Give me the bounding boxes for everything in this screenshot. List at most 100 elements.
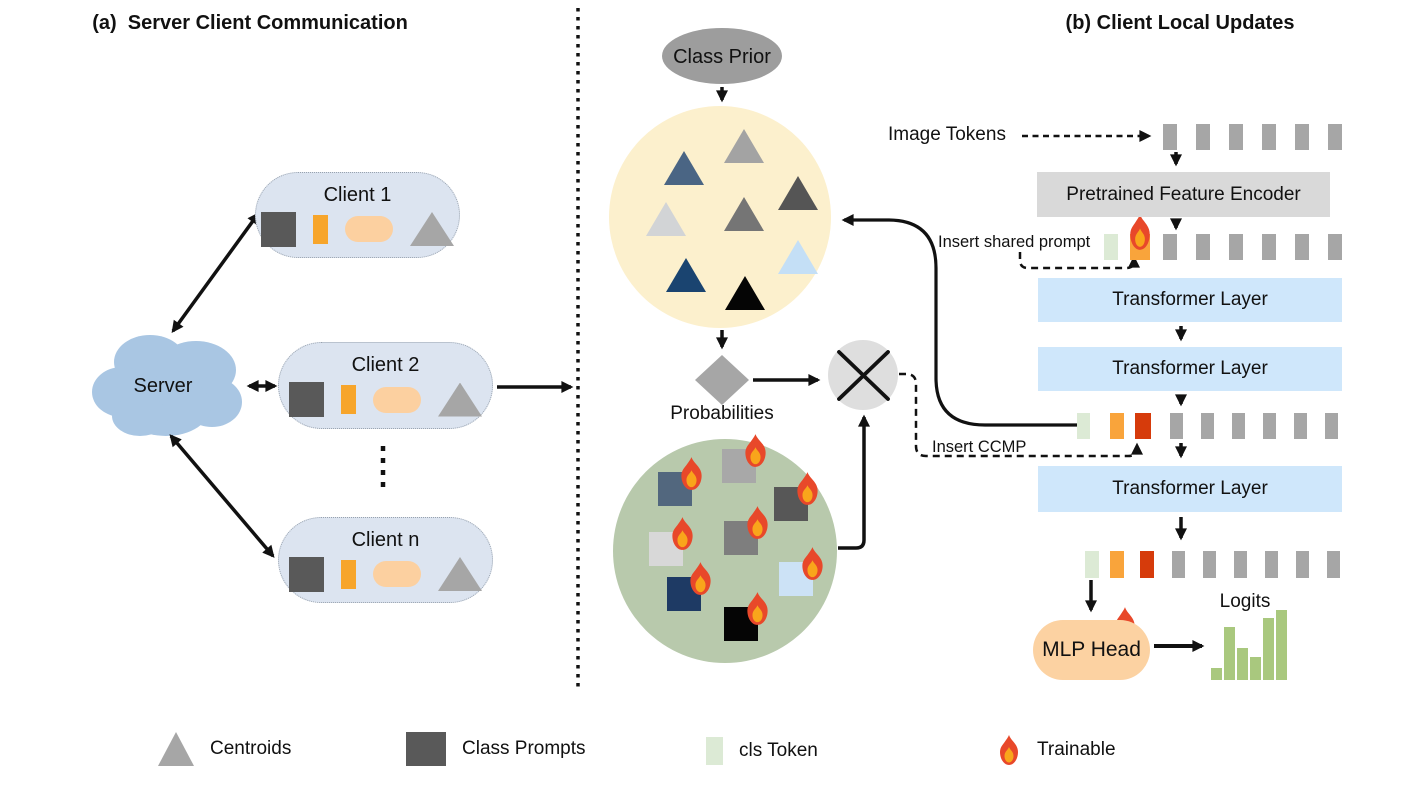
gray-token: [1172, 551, 1185, 578]
client-n-shapes: [289, 556, 482, 592]
gray-token: [1295, 234, 1309, 260]
gray-token: [1234, 551, 1247, 578]
red-token: [1140, 551, 1154, 578]
gray-token: [1325, 413, 1338, 439]
centroid-triangle: [646, 202, 686, 236]
gray-token: [1294, 413, 1307, 439]
transformer-layer-1-box: Transformer Layer: [1038, 278, 1342, 322]
centroid-triangle: [778, 176, 818, 210]
trainable-flame-icon: [695, 575, 706, 593]
cls-token: [1104, 234, 1118, 260]
cls-token: [1077, 413, 1090, 439]
legend-item-class-prompts: Class Prompts: [406, 732, 586, 766]
class-prompt-square-icon: [406, 732, 446, 766]
image-tokens-label: Image Tokens: [888, 124, 1006, 145]
orange-bar-icon: [341, 385, 356, 414]
orange-bar-icon: [341, 559, 356, 589]
legend-item-trainable: Trainable: [997, 734, 1116, 766]
peach-pill-icon: [373, 386, 421, 413]
centroid-triangle-icon: [158, 732, 194, 766]
gray-token: [1265, 551, 1278, 578]
gray-token: [1229, 124, 1243, 150]
transformer-layer-2-box: Transformer Layer: [1038, 347, 1342, 391]
centroid-triangle: [778, 240, 818, 274]
trainable-flame-icon: [1000, 735, 1018, 765]
gray-token: [1196, 234, 1210, 260]
trainable-flame-icon: [802, 485, 813, 503]
trainable-flame-icon: [807, 560, 818, 578]
peach-pill-icon: [373, 561, 421, 587]
logits-label: Logits: [1219, 591, 1271, 612]
gray-token: [1262, 124, 1276, 150]
client-1-shapes: [261, 211, 454, 247]
insert-shared-prompt-label: Insert shared prompt: [938, 233, 1091, 251]
red-token: [1135, 413, 1151, 439]
gray-token: [1327, 551, 1340, 578]
insert-ccmp-dashed-arrow: [899, 372, 1143, 458]
centroid-triangle: [725, 276, 765, 310]
legend-label: Centroids: [210, 738, 292, 759]
legend-label: Trainable: [1037, 739, 1116, 760]
cls-token-icon: [706, 737, 723, 765]
class-prompt-square-icon: [289, 556, 324, 592]
gray-token: [1163, 234, 1177, 260]
server-label: Server: [133, 375, 193, 397]
gray-token: [1201, 413, 1214, 439]
orange-token: [1110, 551, 1124, 578]
gray-token: [1262, 234, 1276, 260]
trainable-flame-icon: [752, 519, 763, 537]
centroid-triangle: [724, 129, 764, 163]
centroid-cluster-circle: [609, 106, 831, 328]
centroid-triangle: [666, 258, 706, 292]
trainable-flame-icon: [677, 530, 688, 548]
orange-token: [1110, 413, 1124, 439]
generated-shapes-layer: [646, 124, 1342, 680]
centroid-triangle-icon: [410, 212, 454, 246]
pretrained-encoder-box: Pretrained Feature Encoder: [1037, 172, 1330, 217]
server-cloud: [92, 335, 242, 436]
centroid-triangle: [664, 151, 704, 185]
transformer-layer-3-box: Transformer Layer: [1038, 466, 1342, 512]
legend-label: cls Token: [739, 740, 818, 761]
gray-token: [1203, 551, 1216, 578]
client-1-label: Client 1: [323, 183, 392, 206]
probabilities-diamond: [695, 355, 749, 405]
class-prior-ellipse: [662, 28, 782, 84]
cls-token: [1085, 551, 1099, 578]
gray-token: [1163, 124, 1177, 150]
class-prompt-square-icon: [261, 211, 296, 247]
class-prompt-square-icon: [289, 382, 324, 417]
logit-bar: [1211, 668, 1222, 680]
centroid-triangle-icon: [438, 557, 482, 591]
trainable-flame-icon: [752, 605, 763, 623]
trainable-flame-icon: [686, 470, 697, 488]
mlp-head-pill: MLP Head: [1033, 620, 1150, 680]
gray-token: [1170, 413, 1183, 439]
logit-bar: [1237, 648, 1248, 680]
gray-token: [1328, 234, 1342, 260]
gray-token: [1328, 124, 1342, 150]
client-2-shapes: [289, 382, 482, 417]
legend-item-cls-token: cls Token: [706, 737, 818, 765]
class-prior-label: Class Prior: [673, 46, 771, 68]
insert-ccmp-label: Insert CCMP: [932, 438, 1027, 456]
legend-item-centroids: Centroids: [158, 732, 291, 766]
centroid-triangle-icon: [438, 382, 482, 417]
logit-bar: [1276, 610, 1287, 680]
orange-bar-icon: [313, 214, 328, 244]
server-client1-arrow: [171, 212, 260, 333]
client-2-label: Client 2: [351, 354, 420, 376]
logit-bar: [1250, 657, 1261, 680]
centroid-triangle: [724, 197, 764, 231]
multiply-x-icon: [837, 350, 890, 401]
trainable-flame-icon: [750, 447, 761, 465]
peach-pill-icon: [345, 216, 393, 242]
gray-token: [1295, 124, 1309, 150]
logit-bar: [1224, 627, 1235, 680]
trainable-flame-icon: [1004, 747, 1014, 763]
gray-token: [1196, 124, 1210, 150]
gray-token: [1229, 234, 1243, 260]
gray-token: [1232, 413, 1245, 439]
